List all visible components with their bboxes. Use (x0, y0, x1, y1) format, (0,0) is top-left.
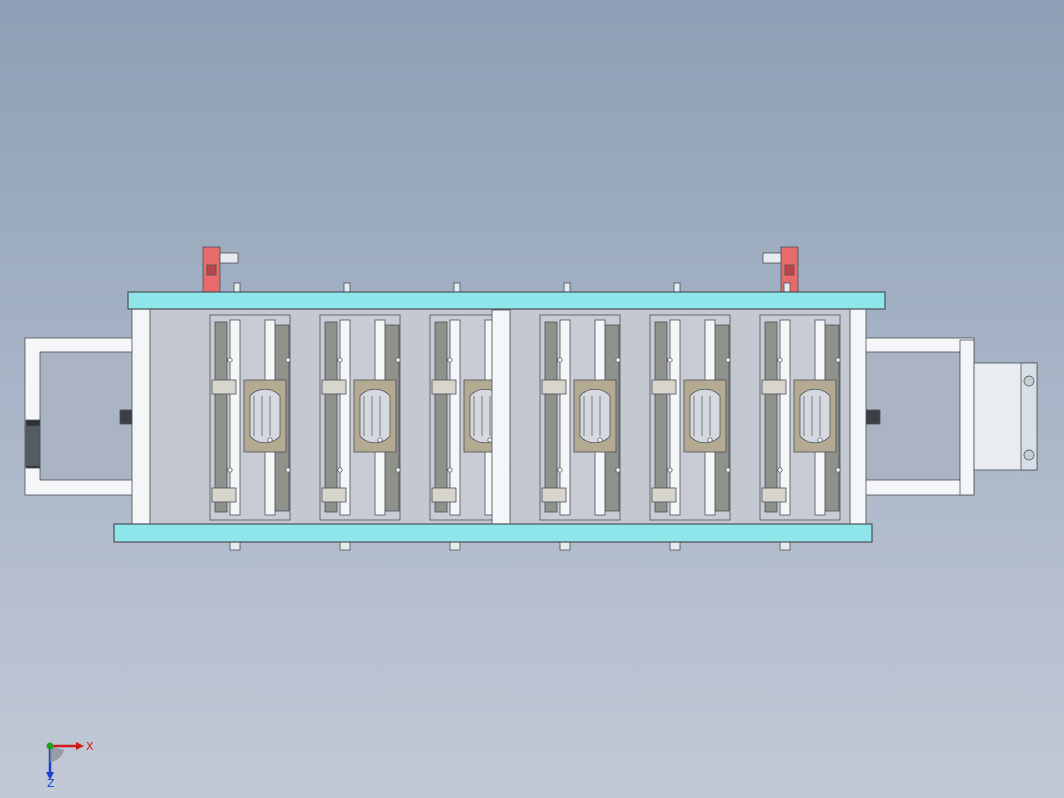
station-left-guide (214, 321, 228, 513)
motor-screw (1023, 449, 1035, 461)
view-orientation-triad[interactable]: X Z (36, 728, 106, 788)
triad-y-axis (46, 742, 54, 750)
station-5 (649, 282, 731, 551)
station-1 (209, 282, 291, 551)
frame-right-plate (849, 304, 867, 529)
station-screw (447, 467, 453, 473)
station-left-guide (434, 321, 448, 513)
bottom-cyan-rail (113, 523, 873, 543)
station-white-rail (339, 319, 351, 516)
top-cyan-rail (127, 291, 886, 310)
station-bottom-clip (211, 487, 237, 503)
station-screw (725, 357, 731, 363)
station-screw (777, 357, 783, 363)
left-red-clamp (202, 246, 239, 294)
station-screw (487, 437, 493, 443)
station-screw (395, 357, 401, 363)
station-left-guide (324, 321, 338, 513)
station-white-rail (559, 319, 571, 516)
station-screw (557, 357, 563, 363)
triad-x-axis (50, 742, 84, 750)
station-screw (285, 357, 291, 363)
station-white-rail (449, 319, 461, 516)
station-white-rail (669, 319, 681, 516)
stepper-motor-endcap (1020, 362, 1038, 471)
station-roller (579, 388, 611, 444)
right-motor-assembly (863, 337, 1038, 496)
station-6 (759, 282, 841, 551)
station-screw (835, 357, 841, 363)
station-roller (689, 388, 721, 444)
station-screw (447, 357, 453, 363)
left-red-clamp-pin (219, 252, 239, 264)
triad-sphere (50, 746, 64, 762)
left-bracket-dark-face (25, 425, 41, 467)
right-red-clamp (762, 246, 799, 294)
right-spring (865, 409, 881, 425)
center-divider (491, 309, 511, 526)
right-red-clamp-slot (784, 264, 795, 276)
station-screw (377, 437, 383, 443)
station-screw (337, 357, 343, 363)
motor-screw (1023, 375, 1035, 387)
station-top-clip (651, 379, 677, 395)
station-roller (799, 388, 831, 444)
station-top-clip (541, 379, 567, 395)
station-bottom-clip (431, 487, 457, 503)
station-screw (557, 467, 563, 473)
station-screw (667, 357, 673, 363)
station-white-rail (779, 319, 791, 516)
station-white-rail (229, 319, 241, 516)
station-left-guide (544, 321, 558, 513)
station-screw (285, 467, 291, 473)
station-screw (667, 467, 673, 473)
frame-left-plate (131, 304, 151, 529)
station-screw (597, 437, 603, 443)
station-bottom-clip (541, 487, 567, 503)
station-screw (615, 357, 621, 363)
station-screw (725, 467, 731, 473)
station-2 (319, 282, 401, 551)
station-bottom-clip (321, 487, 347, 503)
station-screw (835, 467, 841, 473)
station-screw (615, 467, 621, 473)
station-screw (227, 467, 233, 473)
station-screw (337, 467, 343, 473)
right-red-clamp-pin (762, 252, 782, 264)
station-top-clip (211, 379, 237, 395)
station-left-guide (654, 321, 668, 513)
station-bottom-clip (651, 487, 677, 503)
right-bracket-plate (959, 339, 975, 496)
station-screw (777, 467, 783, 473)
station-4 (539, 282, 621, 551)
station-screw (267, 437, 273, 443)
station-screw (395, 467, 401, 473)
station-left-guide (764, 321, 778, 513)
station-screw (707, 437, 713, 443)
triad-x-label: X (86, 740, 94, 753)
station-screw (817, 437, 823, 443)
station-top-clip (321, 379, 347, 395)
station-bottom-clip (761, 487, 787, 503)
triad-z-label: Z (47, 777, 55, 788)
station-top-clip (761, 379, 787, 395)
station-roller (249, 388, 281, 444)
station-screw (227, 357, 233, 363)
station-top-clip (431, 379, 457, 395)
left-motor-bracket (24, 337, 159, 496)
left-red-clamp-slot (206, 264, 217, 276)
station-roller (359, 388, 391, 444)
